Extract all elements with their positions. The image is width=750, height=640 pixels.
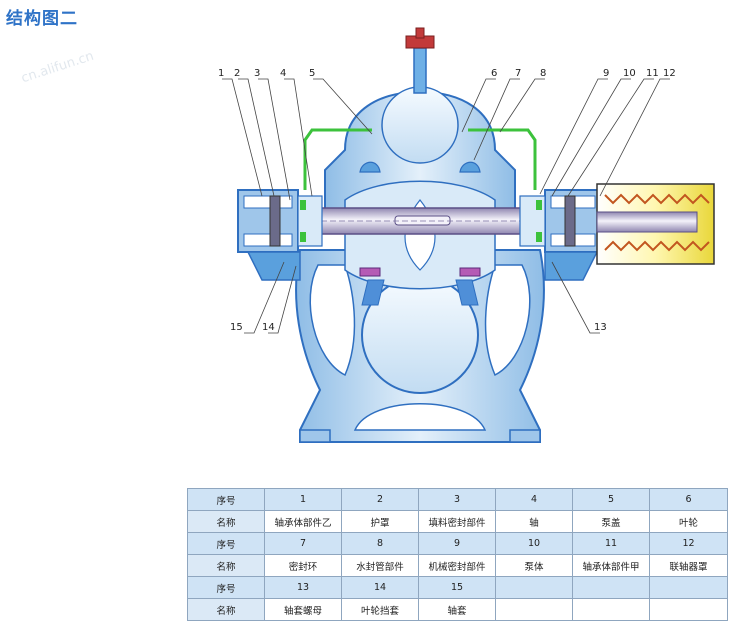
table-cell: 水封管部件 — [341, 554, 419, 577]
table-cell: 机械密封部件 — [418, 554, 496, 577]
table-cell: 2 — [341, 488, 419, 511]
name-header: 名称 — [187, 554, 265, 577]
table-row: 名称 轴套螺母 叶轮挡套 轴套 — [187, 598, 728, 621]
table-row: 序号 13 14 15 — [187, 576, 728, 599]
callout-3: 3 — [254, 68, 260, 79]
seal-packing — [297, 195, 546, 247]
callout-6: 6 — [491, 68, 497, 79]
table-cell — [649, 598, 728, 621]
pump-casing — [295, 249, 545, 443]
leader-lines — [222, 78, 670, 334]
water-seal-pipe — [303, 128, 537, 190]
table-cell: 15 — [418, 576, 496, 599]
table-row: 序号 7 8 9 10 11 12 — [187, 532, 728, 555]
table-cell: 泵盖 — [572, 510, 650, 533]
callout-8: 8 — [540, 68, 546, 79]
seq-header: 序号 — [187, 576, 265, 599]
parts-table: 序号 1 2 3 4 5 6 名称 轴承体部件乙 护罩 填料密封部件 轴 泵盖 … — [187, 488, 728, 621]
pump-structure-diagram: 1 2 3 4 5 6 7 8 9 10 11 12 13 14 15 — [218, 27, 715, 443]
table-cell: 1 — [264, 488, 342, 511]
table-cell: 轴套 — [418, 598, 496, 621]
table-cell: 轴承体部件乙 — [264, 510, 342, 533]
table-cell: 9 — [418, 532, 496, 555]
table-cell: 12 — [649, 532, 728, 555]
callout-15: 15 — [230, 322, 243, 333]
name-header: 名称 — [187, 510, 265, 533]
callout-9: 9 — [603, 68, 609, 79]
table-row: 序号 1 2 3 4 5 6 — [187, 488, 728, 511]
page-title: 结构图二 — [6, 9, 78, 29]
table-cell: 8 — [341, 532, 419, 555]
table-cell: 密封环 — [264, 554, 342, 577]
bearing-housing-a — [544, 189, 601, 281]
callout-11: 11 — [646, 68, 659, 79]
table-cell: 轴承体部件甲 — [572, 554, 650, 577]
table-cell: 泵体 — [495, 554, 573, 577]
table-cell — [572, 598, 650, 621]
table-cell: 叶轮挡套 — [341, 598, 419, 621]
seq-header: 序号 — [187, 488, 265, 511]
coupling-guard — [596, 183, 715, 265]
callout-13: 13 — [594, 322, 607, 333]
table-row: 名称 轴承体部件乙 护罩 填料密封部件 轴 泵盖 叶轮 — [187, 510, 728, 533]
table-cell: 6 — [649, 488, 728, 511]
table-cell — [495, 598, 573, 621]
table-cell: 4 — [495, 488, 573, 511]
table-cell: 3 — [418, 488, 496, 511]
table-cell: 轴套螺母 — [264, 598, 342, 621]
seq-header: 序号 — [187, 532, 265, 555]
callout-10: 10 — [623, 68, 636, 79]
table-cell — [495, 576, 573, 599]
table-cell: 13 — [264, 576, 342, 599]
vent-valve — [405, 27, 435, 94]
name-header: 名称 — [187, 598, 265, 621]
table-cell: 联轴器罩 — [649, 554, 728, 577]
table-row: 名称 密封环 水封管部件 机械密封部件 泵体 轴承体部件甲 联轴器罩 — [187, 554, 728, 577]
table-cell: 叶轮 — [649, 510, 728, 533]
table-cell: 护罩 — [341, 510, 419, 533]
callout-1: 1 — [218, 68, 224, 79]
table-cell: 10 — [495, 532, 573, 555]
table-cell — [572, 576, 650, 599]
table-cell: 7 — [264, 532, 342, 555]
callout-7: 7 — [515, 68, 521, 79]
callout-14: 14 — [262, 322, 275, 333]
table-cell — [649, 576, 728, 599]
callout-2: 2 — [234, 68, 240, 79]
table-cell: 轴 — [495, 510, 573, 533]
callout-5: 5 — [309, 68, 315, 79]
table-cell: 11 — [572, 532, 650, 555]
callout-12: 12 — [663, 68, 676, 79]
table-cell: 14 — [341, 576, 419, 599]
callout-4: 4 — [280, 68, 286, 79]
bearing-housing-b — [237, 189, 301, 281]
pump-cover — [324, 86, 516, 211]
table-cell: 填料密封部件 — [418, 510, 496, 533]
table-cell: 5 — [572, 488, 650, 511]
